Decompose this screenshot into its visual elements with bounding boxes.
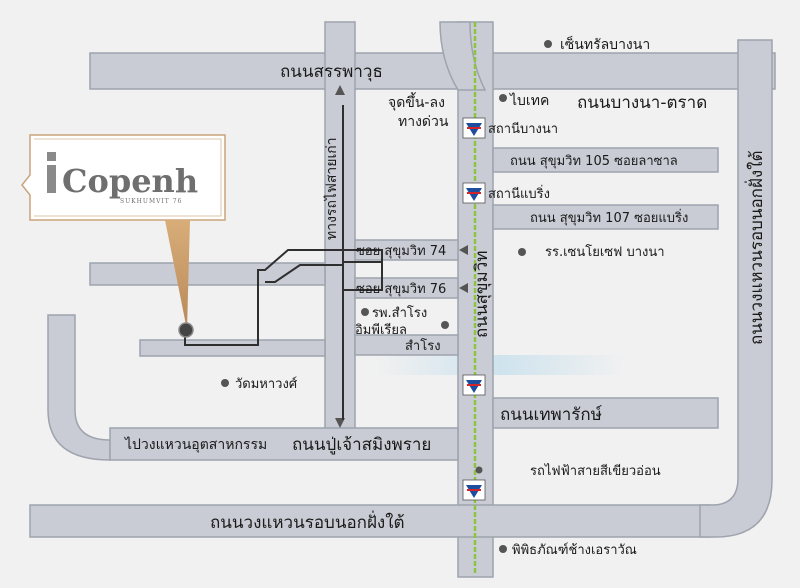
label-imperial-2: สำโรง [405, 338, 441, 354]
label-rail-road: ทางรถไฟสายเก่า [323, 137, 340, 240]
bts-station-samrong[interactable] [462, 374, 486, 396]
label-bitec: ไบเทค [509, 92, 549, 109]
label-central: เซ็นทรัลบางนา [560, 35, 650, 53]
poi-dot-green-line [475, 466, 483, 474]
road-bangna-trat [484, 52, 776, 90]
arrow-down-icon [335, 418, 345, 428]
label-green-line: รถไฟฟ้าสายสีเขียวอ่อน [530, 463, 661, 479]
bts-station-bangna[interactable] [462, 117, 486, 139]
poi-dot-museum [499, 545, 507, 553]
label-st-joseph: รร.เซนโยเซฟ บางนา [545, 244, 665, 260]
label-soi-105: ถนน สุขุมวิท 105 ซอยลาซาล [510, 154, 678, 169]
logo-subtitle: SUKHUMVIT 76 [120, 198, 182, 205]
label-soi-107: ถนน สุขุมวิท 107 ซอยแบริ่ง [530, 209, 688, 226]
bts-logo-icon [466, 123, 482, 136]
logo-card [21, 134, 226, 221]
road-left-upper [89, 262, 326, 286]
road-pu-chao [109, 427, 459, 461]
arrow-up-icon [335, 85, 345, 95]
label-station-bearing: สถานีแบริ่ง [488, 185, 550, 202]
label-expressway-2: ทางด่วน [398, 114, 449, 130]
label-station-bangna: สถานีบางนา [488, 121, 558, 137]
bts-station-bearing[interactable] [462, 182, 486, 204]
poi-dot-samrong-hosp [361, 308, 369, 316]
canal [375, 355, 625, 375]
label-imperial-1: อิมพีเรียล [355, 322, 407, 338]
poi-dot-imperial [441, 321, 449, 329]
road-left-lower [139, 339, 326, 357]
poi-dot-central [544, 40, 552, 48]
label-expressway-1: จุดขึ้น-ลง [388, 92, 445, 111]
project-logo[interactable]: Copenh SUKHUMVIT 76 [21, 134, 226, 338]
road-left-curve [47, 314, 111, 461]
bts-logo-icon [466, 380, 482, 393]
location-pin [165, 220, 190, 330]
label-outer-ring-bottom: ถนนวงแหวนรอบนอกฝั่งใต้ [210, 510, 405, 533]
arrow-left-icon [459, 283, 468, 293]
road-samrong [354, 334, 459, 356]
label-sukhumvit: ถนนสุขุมวิท [472, 251, 492, 339]
label-soi-74: ซอย สุขุมวิท 74 [356, 244, 446, 259]
logo-name: Copenh [62, 162, 198, 200]
bts-logo-icon [466, 188, 482, 201]
route-to-project [184, 105, 383, 420]
label-samrong-hosp: รพ.สำโรง [372, 305, 427, 321]
poi-dot-st-joseph [518, 248, 526, 256]
logo-i-dot [47, 152, 56, 161]
label-sanphawut: ถนนสรรพาวุธ [280, 62, 383, 82]
label-bangna-trat: ถนนบางนา-ตราด [577, 93, 707, 113]
road-outer-ring-right [699, 39, 773, 538]
label-theparak: ถนนเทพารักษ์ [500, 405, 602, 425]
project-location-dot[interactable] [178, 322, 194, 338]
bts-logo-icon [466, 485, 482, 498]
label-pu-chao: ถนนปู่เจ้าสมิงพราย [292, 435, 431, 455]
label-industrial-ring: ไปวงแหวนอุตสาหกรรม [124, 436, 267, 453]
road-soi-105 [492, 147, 719, 173]
poi-dot-wat-mahawong [221, 379, 229, 387]
road-outer-ring-bottom [29, 504, 711, 538]
logo-i-stem [47, 165, 56, 193]
arrow-left-icon [459, 245, 468, 255]
poi-dot-bitec [499, 94, 507, 102]
road-soi-107 [492, 204, 719, 230]
bts-station-pu-chao[interactable] [462, 479, 486, 501]
label-outer-ring-right: ถนนวงแหวนรอบนอกฝั่งใต้ [744, 150, 767, 345]
label-wat-mahawong: วัดมหาวงศ์ [235, 376, 298, 392]
label-museum: พิพิธภัณฑ์ช้างเอราวัณ [512, 542, 637, 558]
road-theparak [492, 397, 719, 429]
label-soi-76: ซอย สุขุมวิท 76 [356, 282, 446, 297]
road-sanphawut [89, 52, 466, 90]
road-soi-76 [354, 277, 459, 299]
